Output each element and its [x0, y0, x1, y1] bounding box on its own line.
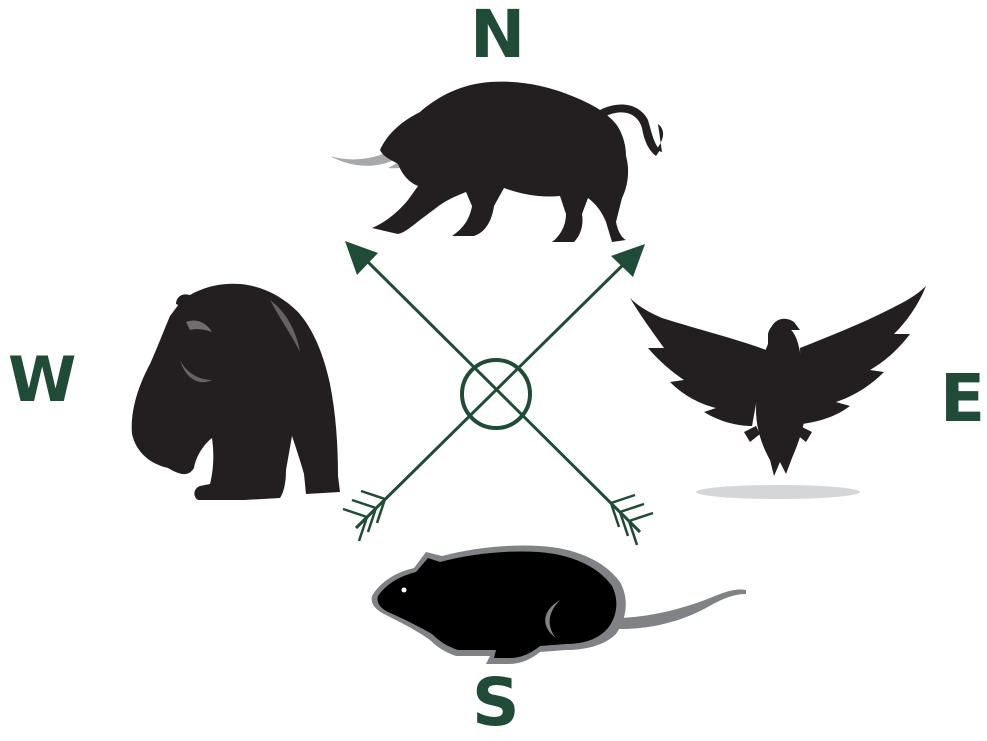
arrow-northwest — [345, 241, 653, 545]
arrow-northeast — [343, 244, 645, 541]
bear-icon — [132, 284, 340, 500]
bull-icon — [330, 82, 663, 242]
crossed-arrows-icon — [343, 241, 653, 545]
eagle-icon — [630, 286, 926, 499]
north-label: N — [470, 2, 525, 68]
west-label: W — [8, 349, 76, 411]
rat-icon — [372, 545, 746, 664]
south-label: S — [472, 670, 520, 736]
eagle-shadow — [696, 485, 860, 499]
center-ring — [462, 360, 530, 428]
east-label: E — [940, 366, 985, 432]
